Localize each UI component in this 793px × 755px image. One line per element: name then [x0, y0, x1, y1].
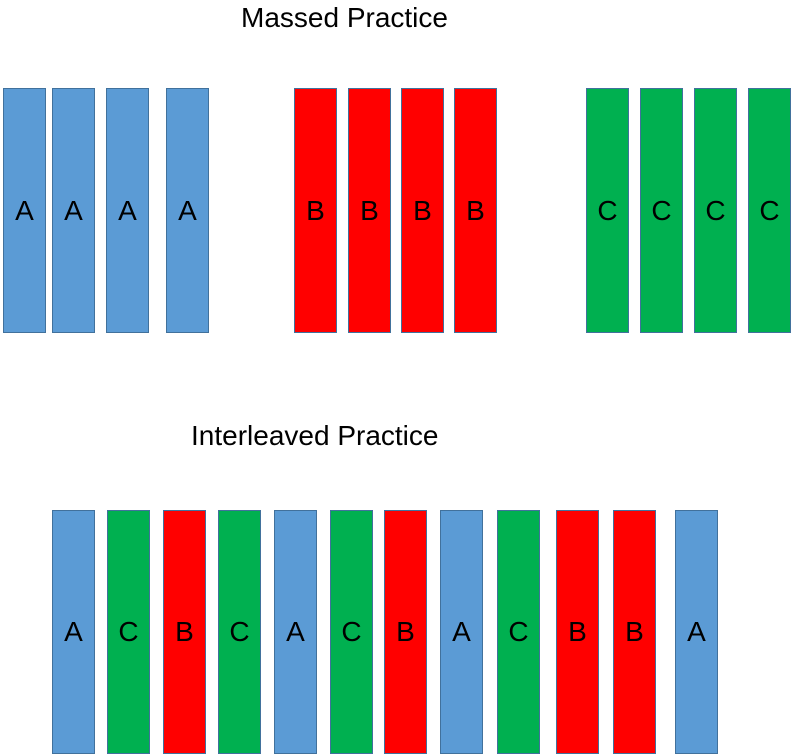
bar-label: A	[64, 616, 83, 647]
bar-label: C	[705, 194, 726, 226]
interleaved-bar-c: C	[330, 510, 373, 754]
massed-bar-a: A	[52, 88, 95, 333]
massed-practice-title: Massed Practice	[241, 2, 448, 33]
massed-bar-c: C	[748, 88, 791, 333]
interleaved-bar-c: C	[107, 510, 150, 754]
interleaved-bar-b: B	[384, 510, 427, 754]
bar-label: A	[286, 616, 305, 647]
interleaved-bar-a: A	[52, 510, 95, 754]
massed-bar-b: B	[401, 88, 444, 333]
bar-label: B	[466, 194, 485, 226]
bar-label: A	[452, 616, 471, 647]
interleaved-bar-a: A	[440, 510, 483, 754]
bar-label: A	[64, 194, 83, 226]
bar-label: B	[306, 194, 325, 226]
massed-bar-c: C	[640, 88, 683, 333]
bar-label: B	[175, 616, 194, 647]
bar-label: A	[178, 194, 197, 226]
interleaved-bar-b: B	[613, 510, 656, 754]
bar-label: A	[118, 194, 137, 226]
bar-label: B	[625, 616, 644, 647]
bar-label: C	[651, 194, 672, 226]
bar-label: C	[759, 194, 780, 226]
massed-bar-b: B	[294, 88, 337, 333]
massed-bar-a: A	[106, 88, 149, 333]
massed-bar-c: C	[694, 88, 737, 333]
interleaved-bar-b: B	[163, 510, 206, 754]
interleaved-bar-c: C	[497, 510, 540, 754]
bar-label: C	[341, 616, 362, 647]
massed-bar-b: B	[454, 88, 497, 333]
bar-label: C	[229, 616, 250, 647]
bar-label: A	[15, 194, 34, 226]
bar-label: C	[118, 616, 139, 647]
massed-bar-b: B	[348, 88, 391, 333]
interleaved-practice-title: Interleaved Practice	[191, 420, 439, 451]
interleaved-bar-b: B	[556, 510, 599, 754]
bar-label: B	[360, 194, 379, 226]
interleaved-bar-c: C	[218, 510, 261, 754]
bar-label: C	[597, 194, 618, 226]
bar-label: B	[568, 616, 587, 647]
bar-label: B	[396, 616, 415, 647]
bar-label: C	[508, 616, 529, 647]
bar-label: A	[687, 616, 706, 647]
interleaved-bar-a: A	[675, 510, 718, 754]
massed-bar-a: A	[3, 88, 46, 333]
bar-label: B	[413, 194, 432, 226]
interleaved-bar-a: A	[274, 510, 317, 754]
massed-bar-a: A	[166, 88, 209, 333]
massed-bar-c: C	[586, 88, 629, 333]
